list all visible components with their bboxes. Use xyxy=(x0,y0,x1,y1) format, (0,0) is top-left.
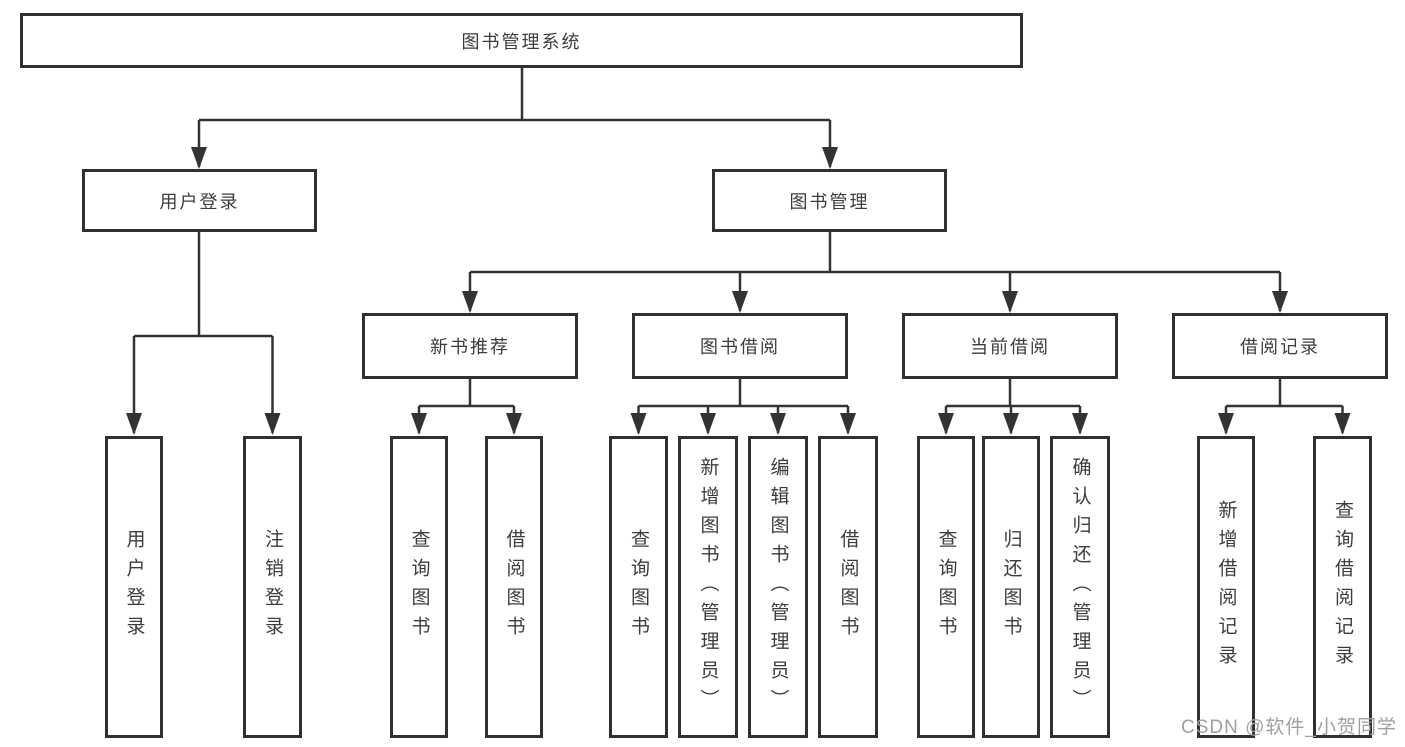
leaf-edit-books-admin: 编辑图书（管理员） xyxy=(748,436,808,738)
node-book-borrowing: 图书借阅 xyxy=(632,313,848,379)
leaf-query-books-borrow: 查询图书 xyxy=(609,436,668,738)
connector-user-login-branch xyxy=(126,232,281,435)
leaf-return-books: 归还图书 xyxy=(982,436,1040,738)
leaf-user-login: 用户登录 xyxy=(105,436,163,738)
leaf-add-books-admin: 新增图书（管理员） xyxy=(678,436,738,738)
connector-borrow-records-branch xyxy=(1218,379,1351,435)
leaf-query-borrow-record: 查询借阅记录 xyxy=(1313,436,1372,738)
node-current-borrowing: 当前借阅 xyxy=(902,313,1118,379)
connector-new-book-branch xyxy=(411,379,522,435)
node-user-login: 用户登录 xyxy=(82,169,317,232)
csdn-watermark: CSDN @软件_小贺同学 xyxy=(1181,717,1397,738)
leaf-add-borrow-record: 新增借阅记录 xyxy=(1197,436,1255,738)
node-new-book-recommend: 新书推荐 xyxy=(362,313,578,379)
connector-current-borrow-branch xyxy=(938,379,1088,435)
leaf-query-books-recommend: 查询图书 xyxy=(390,436,448,738)
leaf-borrow-books-recommend: 借阅图书 xyxy=(485,436,543,738)
leaf-confirm-return-admin: 确认归还（管理员） xyxy=(1050,436,1110,738)
node-library-system: 图书管理系统 xyxy=(20,13,1023,68)
node-book-management: 图书管理 xyxy=(712,169,947,232)
leaf-query-books-current: 查询图书 xyxy=(917,436,975,738)
connector-root-to-level2 xyxy=(191,68,838,169)
node-borrowing-records: 借阅记录 xyxy=(1172,313,1388,379)
connector-book-borrow-branch xyxy=(630,379,856,435)
leaf-logout: 注销登录 xyxy=(243,436,302,738)
connector-book-mgmt-branch xyxy=(462,232,1288,313)
leaf-borrow-books: 借阅图书 xyxy=(818,436,878,738)
